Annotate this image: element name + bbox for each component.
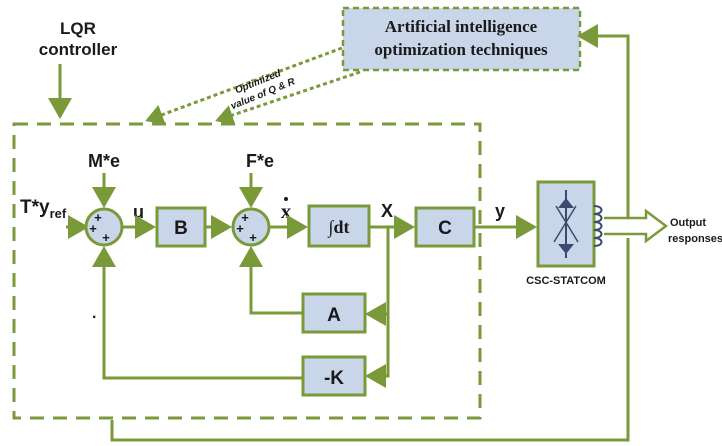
- block-b-label: B: [174, 218, 188, 239]
- output-label-line2: responses: [668, 233, 722, 245]
- output-to-ai-wire: [577, 24, 630, 218]
- xdot-dot: [284, 197, 288, 201]
- block-k: [301, 355, 367, 397]
- u-label: u: [133, 202, 144, 222]
- x-to-a-wire: [365, 227, 390, 326]
- xdot-label: x: [281, 199, 292, 223]
- lqr-label-line2: controller: [39, 40, 118, 59]
- stray-dot: .: [92, 305, 96, 322]
- k-to-sj1-wire: [92, 246, 303, 380]
- lqr-label-line1: LQR: [60, 19, 96, 38]
- a-to-sj2-wire: [239, 246, 303, 315]
- x-label: X: [381, 201, 393, 221]
- optimized-qr-label: Optimized value of Q & R: [229, 68, 297, 112]
- ai-to-lqr-arrow-2: [215, 70, 361, 126]
- sj2-plus-left: +: [236, 221, 244, 236]
- sj1-plus-left: +: [89, 221, 97, 236]
- x-to-k-wire: [365, 300, 390, 388]
- t-yref-label: T*yref: [20, 197, 67, 221]
- ai-label-line1: Artificial intelligence: [385, 17, 538, 36]
- ai-optimization-box: [341, 6, 582, 72]
- me-label: M*e: [88, 151, 120, 171]
- block-integrator-label: ∫dt: [328, 217, 350, 238]
- csc-statcom-label: CSC-STATCOM: [526, 275, 606, 287]
- sj1-plus-bottom: +: [102, 230, 110, 245]
- csc-statcom-symbol: [553, 190, 603, 258]
- sj1-plus-top: +: [94, 210, 102, 225]
- sj2-plus-top: +: [241, 210, 249, 225]
- ai-label-line2: optimization techniques: [374, 40, 548, 59]
- block-c-label: C: [438, 218, 452, 239]
- block-a-label: A: [327, 305, 341, 326]
- output-label-line1: Output: [670, 217, 706, 229]
- fe-label: F*e: [246, 151, 274, 171]
- block-k-label: -K: [324, 368, 344, 389]
- bottom-feedback-wire: [110, 238, 630, 442]
- output-arrow: [604, 208, 669, 244]
- y-label: y: [495, 201, 505, 221]
- sj2-plus-bottom: +: [249, 230, 257, 245]
- lqr-controller-boundary: [12, 122, 482, 420]
